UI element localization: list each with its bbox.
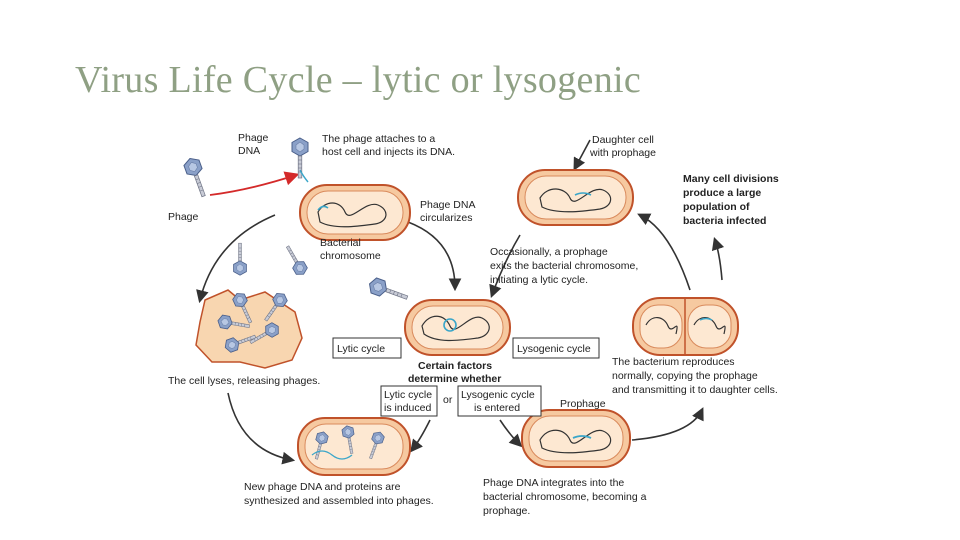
svg-text:prophage.: prophage.: [483, 505, 530, 517]
svg-text:population of: population of: [683, 201, 750, 213]
svg-text:with prophage: with prophage: [589, 147, 656, 159]
arrow-reproduce-to-daughter: [637, 213, 691, 291]
arrow-many-divisions: [711, 236, 725, 281]
svg-text:bacteria infected: bacteria infected: [683, 215, 766, 227]
svg-text:Phage DNA: Phage DNA: [420, 199, 475, 211]
svg-text:bacterial chromosome, becoming: bacterial chromosome, becoming a: [483, 491, 647, 503]
svg-text:Phage DNA integrates into the: Phage DNA integrates into the: [483, 477, 624, 489]
label-prophage: Prophage: [560, 398, 606, 410]
svg-text:Phage: Phage: [238, 132, 269, 144]
decision-cell: [404, 299, 511, 356]
arrow-daughter-pointer: [573, 139, 591, 171]
label-lyses: The cell lyses, releasing phages.: [168, 375, 320, 387]
svg-text:host cell and injects its DNA.: host cell and injects its DNA.: [322, 146, 455, 158]
svg-text:The bacterium reproduces: The bacterium reproduces: [612, 356, 735, 368]
label-reproduces: The bacterium reproduces normally, copyi…: [612, 356, 778, 396]
free-phage: [181, 155, 212, 200]
daughter-cell: [517, 169, 634, 226]
arrow-prophage-to-reproduce: [631, 407, 704, 441]
lysogenic-cycle-box: Lysogenic cycle: [512, 337, 600, 359]
lysogenic-entered-box: Lysogenic cycle is entered: [457, 385, 542, 417]
svg-text:initiating a lytic cycle.: initiating a lytic cycle.: [490, 274, 588, 286]
assembly-cell: [297, 417, 411, 476]
svg-text:circularizes: circularizes: [420, 212, 473, 224]
label-occasionally: Occasionally, a prophage exits the bacte…: [490, 246, 638, 286]
cycle-arrows: [196, 139, 725, 465]
arrow-lysis-to-free: [196, 214, 276, 304]
svg-text:Occasionally, a prophage: Occasionally, a prophage: [490, 246, 608, 258]
svg-text:Lysogenic cycle: Lysogenic cycle: [461, 389, 535, 401]
svg-text:is entered: is entered: [474, 402, 520, 414]
svg-text:DNA: DNA: [238, 145, 260, 157]
dividing-cell: [632, 297, 739, 356]
injection-arrow: [209, 171, 300, 196]
label-circularizes: Phage DNA circularizes: [420, 199, 475, 224]
label-integrates: Phage DNA integrates into the bacterial …: [483, 477, 647, 517]
label-phage: Phage: [168, 211, 199, 223]
svg-text:exits the bacterial chromosome: exits the bacterial chromosome,: [490, 260, 638, 272]
label-phage-dna: Phage DNA: [238, 132, 269, 157]
lytic-cycle-box: Lytic cycle: [332, 337, 402, 359]
svg-text:New phage DNA and proteins are: New phage DNA and proteins are: [244, 481, 401, 493]
lysed-cell: [195, 242, 310, 369]
svg-text:Lytic cycle: Lytic cycle: [337, 343, 385, 355]
center-phage: [366, 275, 411, 306]
svg-text:normally, copying the prophage: normally, copying the prophage: [612, 370, 758, 382]
arrow-decide-to-lytic: [410, 419, 431, 453]
svg-text:Many cell divisions: Many cell divisions: [683, 173, 779, 185]
svg-text:chromosome: chromosome: [320, 250, 381, 262]
svg-text:The phage attaches to a: The phage attaches to a: [322, 133, 435, 145]
svg-text:Certain factors: Certain factors: [418, 360, 492, 372]
svg-text:Lytic cycle: Lytic cycle: [384, 389, 432, 401]
arrow-exit-chromosome: [489, 234, 521, 298]
svg-text:Lysogenic cycle: Lysogenic cycle: [517, 343, 591, 355]
svg-text:and transmitting it to daughte: and transmitting it to daughter cells.: [612, 384, 778, 396]
attaching-phage: [291, 137, 309, 183]
infected-cell: [299, 184, 411, 241]
label-new-dna: New phage DNA and proteins are synthesiz…: [244, 481, 434, 507]
svg-text:determine whether: determine whether: [408, 373, 501, 385]
slide-title: Virus Life Cycle – lytic or lysogenic: [75, 59, 642, 101]
arrow-circularize-to-decide: [407, 221, 462, 292]
arrow-decide-to-lysogenic: [499, 419, 523, 448]
arrow-free-to-assembly: [227, 392, 296, 465]
svg-text:synthesized and assembled into: synthesized and assembled into phages.: [244, 495, 434, 507]
svg-text:produce a large: produce a large: [683, 187, 761, 199]
svg-text:is induced: is induced: [384, 402, 431, 414]
label-many-divisions: Many cell divisions produce a large popu…: [683, 173, 779, 227]
label-attach: The phage attaches to a host cell and in…: [322, 133, 455, 158]
lytic-induced-box: Lytic cycle is induced: [380, 385, 438, 417]
label-or: or: [443, 394, 453, 406]
label-daughter-cell: Daughter cell with prophage: [589, 134, 656, 159]
label-certain-factors: Certain factors determine whether: [408, 360, 501, 385]
svg-text:Bacterial: Bacterial: [320, 237, 361, 249]
svg-text:Daughter cell: Daughter cell: [592, 134, 654, 146]
label-bacterial-chromosome: Bacterial chromosome: [320, 237, 381, 262]
prophage-cell: [521, 409, 631, 468]
